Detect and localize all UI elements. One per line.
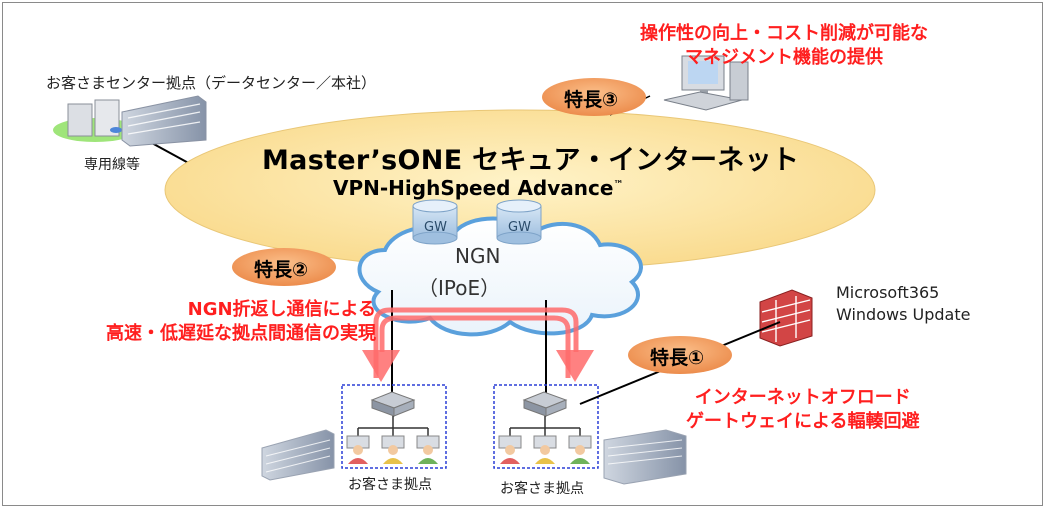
firewall-icon — [759, 289, 813, 347]
feature1-badge: 特長① — [650, 347, 705, 369]
arrowhead-left — [362, 350, 400, 382]
hq-datacenter-icon — [53, 95, 207, 147]
router-icon-left — [370, 391, 416, 417]
feature2-line-2: 高速・低遅延な拠点間通信の実現 — [106, 323, 376, 344]
internet-service-1: Microsoft365 — [836, 283, 940, 302]
user-icons-right — [498, 435, 592, 464]
site-box-right — [493, 384, 599, 469]
internet-services-label: Microsoft365 Windows Update — [836, 282, 970, 326]
badge-feature3-shape — [542, 78, 646, 116]
turnaround-arrows — [373, 307, 579, 378]
site-label-right: お客さま拠点 — [500, 481, 584, 497]
site-label-left: お客さま拠点 — [348, 477, 432, 493]
feature1-description: インターネットオフロード ゲートウェイによる輻輳回避 — [686, 386, 919, 434]
feature3-line-1: 操作性の向上・コスト削減が可能な — [640, 23, 928, 44]
feature3-description: 操作性の向上・コスト削減が可能な マネジメント機能の提供 — [640, 22, 928, 70]
gateway-cylinder-1 — [412, 199, 458, 245]
site-box-left — [341, 384, 447, 469]
service-subtitle: VPN-HighSpeed Advance™ — [333, 176, 624, 200]
hq-site-label: お客さまセンター拠点（データセンター／本社） — [46, 74, 377, 92]
feature1-line-1: インターネットオフロード — [694, 387, 911, 408]
leased-line-label: 専用線等 — [84, 157, 140, 173]
feature3-badge: 特長③ — [564, 89, 619, 111]
internet-service-2: Windows Update — [836, 305, 971, 324]
router-icon-right — [522, 391, 568, 417]
feature1-line-2: ゲートウェイによる輻輳回避 — [686, 411, 920, 432]
site-lan-left — [357, 416, 429, 436]
site-lan-right — [509, 416, 581, 436]
badge-feature1-shape — [628, 336, 732, 374]
ngn-cloud — [357, 216, 643, 337]
feature2-badge: 特長② — [254, 259, 309, 281]
building-icon-left — [261, 429, 335, 481]
ngn-ipoe-label: （IPoE） — [418, 276, 501, 300]
badge-feature2-shape — [232, 248, 336, 286]
feature2-description: NGN折返し通信による 高速・低遅延な拠点間通信の実現 — [106, 298, 376, 346]
gateway-label-2: GW — [508, 220, 531, 235]
ngn-label: NGN — [455, 244, 501, 268]
arrowhead-right — [556, 350, 594, 382]
gateway-cylinder-2 — [496, 199, 542, 245]
feature3-line-2: マネジメント機能の提供 — [685, 47, 883, 68]
trademark-symbol: ™ — [613, 179, 624, 191]
service-title: Master’sONE セキュア・インターネット — [262, 145, 800, 176]
gateway-label-1: GW — [424, 220, 447, 235]
user-icons-left — [346, 435, 440, 464]
building-icon-right — [603, 429, 687, 485]
pc-icon — [663, 55, 749, 111]
feature2-line-1: NGN折返し通信による — [187, 299, 376, 320]
